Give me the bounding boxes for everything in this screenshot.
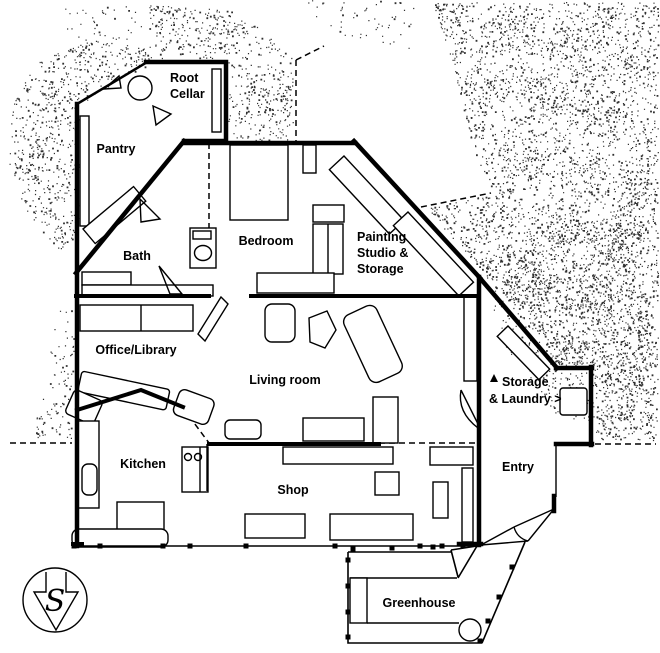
stipple-dots xyxy=(482,202,655,421)
room-label-bedroom: Bedroom xyxy=(239,234,294,248)
room-label-root-cellar: Root xyxy=(170,71,199,85)
room-label-painting-studio: Painting xyxy=(357,230,406,244)
entry-door-swing xyxy=(480,526,529,546)
room-label-storage-laundry: & Laundry > xyxy=(489,392,562,406)
room-label-office-library: Office/Library xyxy=(95,343,176,357)
dashed-lines xyxy=(10,45,656,445)
planting-bed xyxy=(349,577,368,624)
room-label-root-cellar: Cellar xyxy=(170,87,205,101)
greenhouse-posts xyxy=(345,544,515,644)
greenhouse-structure xyxy=(345,541,526,644)
pantry-shelf xyxy=(79,115,90,227)
toilet xyxy=(193,244,213,262)
pantry-entry-door-swing xyxy=(101,74,122,90)
workbench xyxy=(329,513,414,541)
stipple-dots xyxy=(228,62,294,142)
furniture xyxy=(65,68,588,548)
wall-posts xyxy=(71,543,466,549)
walls xyxy=(71,59,595,549)
room-labels: Root Cellar Pantry Bath Bedroom Painting… xyxy=(95,71,561,610)
chair xyxy=(264,303,296,343)
room-label-entry: Entry xyxy=(502,460,534,474)
south-arrow-icon xyxy=(32,572,80,632)
sofa xyxy=(342,304,403,384)
stipple-dots xyxy=(65,6,142,41)
stipple-dots xyxy=(430,2,660,442)
desk xyxy=(79,304,194,332)
cellar-shelf xyxy=(211,68,222,133)
pantry-door-swing xyxy=(139,197,162,223)
washer xyxy=(559,387,588,416)
arrow-up-icon xyxy=(490,374,498,382)
stipple-dots xyxy=(149,5,293,60)
sink xyxy=(81,463,98,496)
sloped-glazing xyxy=(496,325,551,381)
hall-door-leaf xyxy=(197,295,229,343)
earth-berm-stipple xyxy=(9,0,660,442)
room-label-storage-laundry: Storage xyxy=(502,375,549,389)
entry-door-swing xyxy=(513,508,555,542)
compass-south-icon: S xyxy=(22,567,88,633)
sloped-glazing xyxy=(392,211,475,297)
compass-letter: S xyxy=(45,584,66,619)
water-barrel xyxy=(458,618,482,642)
dresser xyxy=(256,272,335,294)
cellar-stairs xyxy=(82,185,147,245)
room-label-bath: Bath xyxy=(123,249,151,263)
armchair xyxy=(172,388,215,426)
room-label-painting-studio: Studio & xyxy=(357,246,408,260)
cellar-door-swing xyxy=(152,104,173,127)
stipple-dots xyxy=(308,0,415,49)
room-label-painting-studio: Storage xyxy=(357,262,404,276)
room-label-greenhouse: Greenhouse xyxy=(383,596,456,610)
stipple-dots xyxy=(36,310,76,439)
doors xyxy=(101,74,555,546)
island xyxy=(116,501,165,532)
room-label-shop: Shop xyxy=(277,483,309,497)
living-entry-door-swing xyxy=(459,389,480,429)
room-label-kitchen: Kitchen xyxy=(120,457,166,471)
table xyxy=(308,310,337,349)
room-label-pantry: Pantry xyxy=(97,142,136,156)
workbench xyxy=(282,446,394,465)
pantry-fixture xyxy=(127,75,153,101)
bed xyxy=(229,144,289,221)
shelf xyxy=(463,296,478,382)
bath-door-swing xyxy=(158,265,184,295)
stipple-dots xyxy=(9,40,152,250)
room-label-living-room: Living room xyxy=(249,373,321,387)
